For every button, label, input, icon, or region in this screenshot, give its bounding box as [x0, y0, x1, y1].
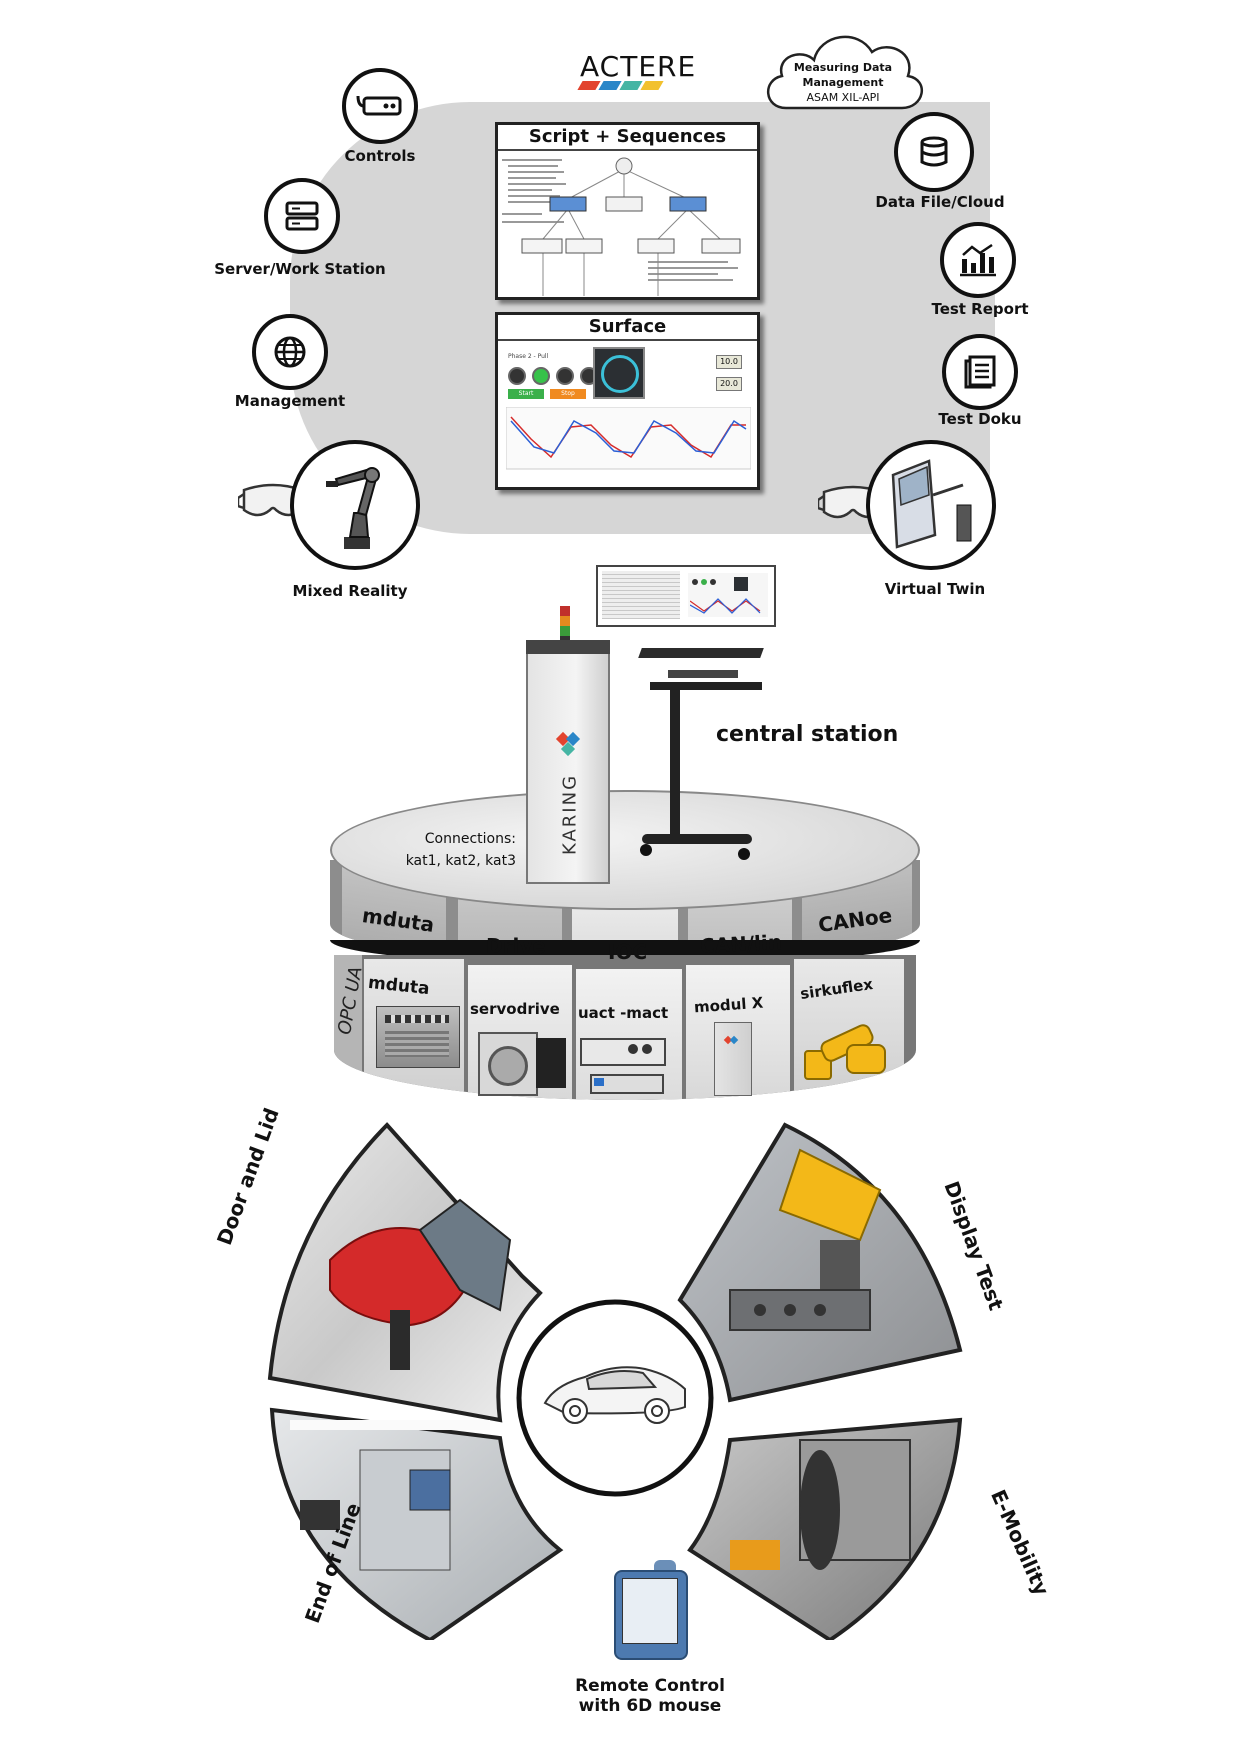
virtual-twin-label: Virtual Twin	[884, 580, 986, 598]
controls-label: Controls	[344, 147, 416, 165]
controls-circle[interactable]	[342, 68, 418, 144]
gauge-dial	[593, 347, 645, 399]
connections-text: Connections: kat1, kat2, kat3	[396, 828, 516, 872]
sequence-flow-diagram	[502, 157, 741, 296]
actere-logo: ACTERE	[577, 50, 700, 100]
server-label: Server/Work Station	[214, 260, 386, 278]
data-file-circle[interactable]	[894, 112, 974, 192]
vr-headset-icon	[238, 483, 304, 517]
management-label: Management	[234, 392, 346, 410]
surface-panel: Surface Phase 2 - Pull Start Stop 10.0 2…	[495, 312, 760, 490]
remote-control-device	[614, 1560, 688, 1660]
cloud-line-2: Management	[802, 76, 884, 89]
upper-ring-can-lin: CAN/lin	[699, 929, 783, 959]
value-display-2: 20.0	[716, 377, 742, 391]
remote-line-2: with 6D mouse	[578, 1696, 722, 1716]
connections-line-1: Connections:	[424, 831, 516, 847]
test-doku-circle[interactable]	[942, 334, 1018, 410]
red-car-image	[329, 1198, 512, 1370]
workstation-stand	[638, 648, 770, 878]
actere-logo-text: ACTERE	[580, 50, 697, 83]
script-code-lines	[502, 159, 738, 281]
stop-button[interactable]: Stop	[550, 389, 586, 399]
start-button[interactable]: Start	[508, 389, 544, 399]
uact-module-icon	[580, 1038, 670, 1100]
upper-ring-ioc: IOC	[608, 940, 648, 964]
lower-ring-servodrive: servodrive	[470, 1000, 560, 1018]
surface-phase-label: Phase 2 - Pull	[508, 353, 549, 360]
central-station-label: central station	[716, 722, 899, 747]
report-icon	[960, 243, 996, 277]
server-icon	[285, 201, 319, 231]
application-wheel	[267, 1122, 963, 1640]
connections-line-2: kat1, kat2, kat3	[405, 853, 516, 869]
script-panel-title: Script + Sequences	[498, 125, 757, 151]
management-circle[interactable]	[252, 314, 328, 390]
status-lamps	[508, 367, 598, 385]
value-display-1: 10.0	[716, 355, 742, 369]
cloud-icon	[766, 35, 924, 110]
station-monitor	[596, 565, 776, 627]
virtual-twin-circle[interactable]	[866, 440, 996, 570]
sirkuflex-robot-icon	[800, 1010, 890, 1080]
data-file-label: Data File/Cloud	[875, 193, 1005, 211]
door-icon	[891, 459, 972, 549]
mduta-device-icon	[376, 1006, 460, 1068]
car-sketch-icon	[543, 1366, 686, 1424]
karing-cabinet: KARING	[526, 640, 610, 884]
servodrive-motor-icon	[478, 1032, 568, 1096]
e-mobility-rig-image	[730, 1439, 911, 1570]
controls-icon	[356, 95, 402, 116]
script-sequences-panel: Script + Sequences	[495, 122, 760, 300]
remote-line-1: Remote Control	[575, 1676, 725, 1696]
test-cell-image	[290, 1420, 490, 1571]
platform-top	[330, 790, 920, 910]
lower-ring-uact-mact: uact -mact	[578, 1004, 669, 1022]
test-report-label: Test Report	[931, 300, 1029, 318]
globe-icon	[274, 336, 306, 368]
server-circle[interactable]	[264, 178, 340, 254]
modul-x-cabinet-icon	[714, 1022, 752, 1096]
cloud-line-1: Measuring Data	[793, 61, 893, 74]
surface-panel-title: Surface	[498, 315, 757, 341]
cabinet-brand: KARING	[559, 773, 581, 856]
measuring-data-cloud: Measuring Data Management ASAM XIL-API	[758, 22, 928, 117]
robot-arm-icon	[326, 467, 380, 549]
mixed-reality-label: Mixed Reality	[292, 582, 408, 600]
database-icon	[920, 136, 948, 167]
yellow-robot-image	[729, 1148, 882, 1331]
upper-ring-drive: Drive	[486, 934, 546, 958]
document-icon	[964, 355, 996, 389]
test-report-circle[interactable]	[940, 222, 1016, 298]
mixed-reality-circle[interactable]	[290, 440, 420, 570]
surface-signal-chart	[506, 407, 751, 470]
test-doku-label: Test Doku	[938, 410, 1022, 428]
cloud-line-3: ASAM XIL-API	[806, 91, 880, 104]
remote-control-label: Remote Control with 6D mouse	[540, 1676, 760, 1716]
cabinet-logo-icon	[555, 731, 581, 757]
